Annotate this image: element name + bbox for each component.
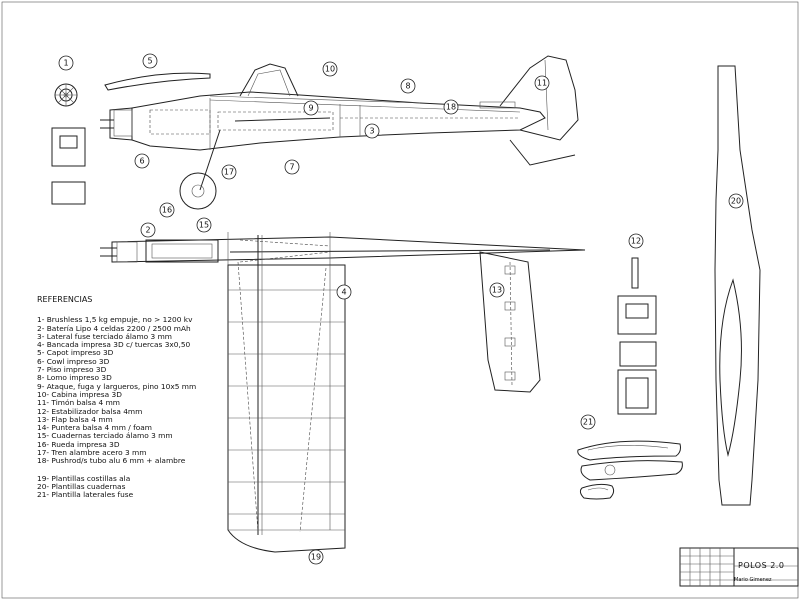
reference-item: 7- Piso impreso 3D xyxy=(37,365,107,375)
template-item: 21- Plantilla laterales fuse xyxy=(37,490,134,500)
callout-7: 18 xyxy=(443,99,459,115)
top-view xyxy=(100,232,586,553)
callout-10: 7 xyxy=(284,159,300,175)
template-item: 20- Plantillas cuadernas xyxy=(37,481,126,491)
callout-label: 18 xyxy=(446,103,456,112)
reference-item: 15- Cuadernas terciado álamo 3 mm xyxy=(37,431,173,441)
former-15 xyxy=(51,181,86,205)
callout-9: 6 xyxy=(134,153,150,169)
reference-item: 5- Capot impreso 3D xyxy=(37,348,114,358)
reference-item: 13- Flap balsa 4 mm xyxy=(37,414,113,424)
callout-6: 9 xyxy=(303,100,319,116)
callout-1: 1 xyxy=(58,55,74,71)
template-item: 19- Plantillas costillas ala xyxy=(37,473,131,483)
callout-15: 4 xyxy=(336,284,352,300)
callout-4: 8 xyxy=(400,78,416,94)
callout-label: 2 xyxy=(145,226,150,235)
callout-label: 1 xyxy=(63,59,68,68)
callout-5: 11 xyxy=(534,75,550,91)
callout-label: 6 xyxy=(139,157,144,166)
callout-label: 5 xyxy=(147,57,152,66)
reference-item: 10- Cabina impresa 3D xyxy=(37,389,122,399)
side-view-fuselage xyxy=(100,55,579,210)
callout-label: 7 xyxy=(289,163,294,172)
callout-12: 16 xyxy=(159,202,175,218)
callout-label: 8 xyxy=(405,82,410,91)
callout-label: 19 xyxy=(311,553,321,562)
reference-item: 14- Puntera balsa 4 mm / foam xyxy=(37,423,152,433)
callout-19: 21 xyxy=(580,414,596,430)
reference-item: 6- Cowl impreso 3D xyxy=(37,356,110,366)
reference-item: 12- Estabilizador balsa 4mm xyxy=(37,406,143,416)
title-block: POLOS 2.0 Mario Gimenez xyxy=(680,548,798,586)
callout-label: 11 xyxy=(537,79,547,88)
reference-item: 9- Ataque, fuga y largueros, pino 10x5 m… xyxy=(37,381,197,391)
callout-11: 17 xyxy=(221,164,237,180)
callout-label: 13 xyxy=(492,286,502,295)
reference-item: 17- Tren alambre acero 3 mm xyxy=(37,448,147,458)
callout-label: 4 xyxy=(341,288,346,297)
former-templates xyxy=(617,257,657,415)
callout-label: 15 xyxy=(199,221,209,230)
rib-templates xyxy=(577,440,683,500)
callout-label: 10 xyxy=(325,65,335,74)
plan-author: Mario Gimenez xyxy=(734,577,772,583)
reference-item: 2- Batería Lipo 4 celdas 2200 / 2500 mAh xyxy=(37,323,191,333)
title-block-lines xyxy=(679,547,799,587)
callout-label: 21 xyxy=(583,418,593,427)
reference-item: 4- Bancada impresa 3D c/ tuercas 3x0,50 xyxy=(37,340,191,350)
reference-item: 18- Pushrod/s tubo alu 6 mm + alambre xyxy=(37,456,186,466)
callout-16: 13 xyxy=(489,282,505,298)
callout-label: 12 xyxy=(631,237,641,246)
callout-20: 19 xyxy=(308,549,324,565)
cowl-part xyxy=(104,72,211,91)
callout-label: 20 xyxy=(731,197,741,206)
callout-18: 20 xyxy=(728,193,744,209)
callout-2: 5 xyxy=(142,53,158,69)
callout-8: 3 xyxy=(364,123,380,139)
callout-14: 2 xyxy=(140,222,156,238)
plan-title: POLOS 2.0 xyxy=(738,561,785,570)
fuse-side-template xyxy=(714,65,761,506)
references-title: REFERENCIAS xyxy=(37,295,93,304)
callout-label: 17 xyxy=(224,168,234,177)
callout-label: 16 xyxy=(162,206,172,215)
callout-3: 10 xyxy=(322,61,338,77)
callout-label: 3 xyxy=(369,127,374,136)
reference-item: 8- Lomo impreso 3D xyxy=(37,373,112,383)
former-part xyxy=(51,127,86,167)
reference-item: 1- Brushless 1,5 kg empuje, no > 1200 kv xyxy=(37,315,193,325)
reference-item: 11- Timón balsa 4 mm xyxy=(37,398,120,408)
reference-item: 3- Lateral fuse terciado álamo 3 mm xyxy=(37,331,172,341)
callout-17: 12 xyxy=(628,233,644,249)
references-legend: REFERENCIAS 1- Brushless 1,5 kg empuje, … xyxy=(37,295,237,500)
callout-label: 9 xyxy=(308,104,313,113)
motor-part xyxy=(54,83,78,107)
reference-item: 16- Rueda impresa 3D xyxy=(37,439,120,449)
callout-13: 15 xyxy=(196,217,212,233)
